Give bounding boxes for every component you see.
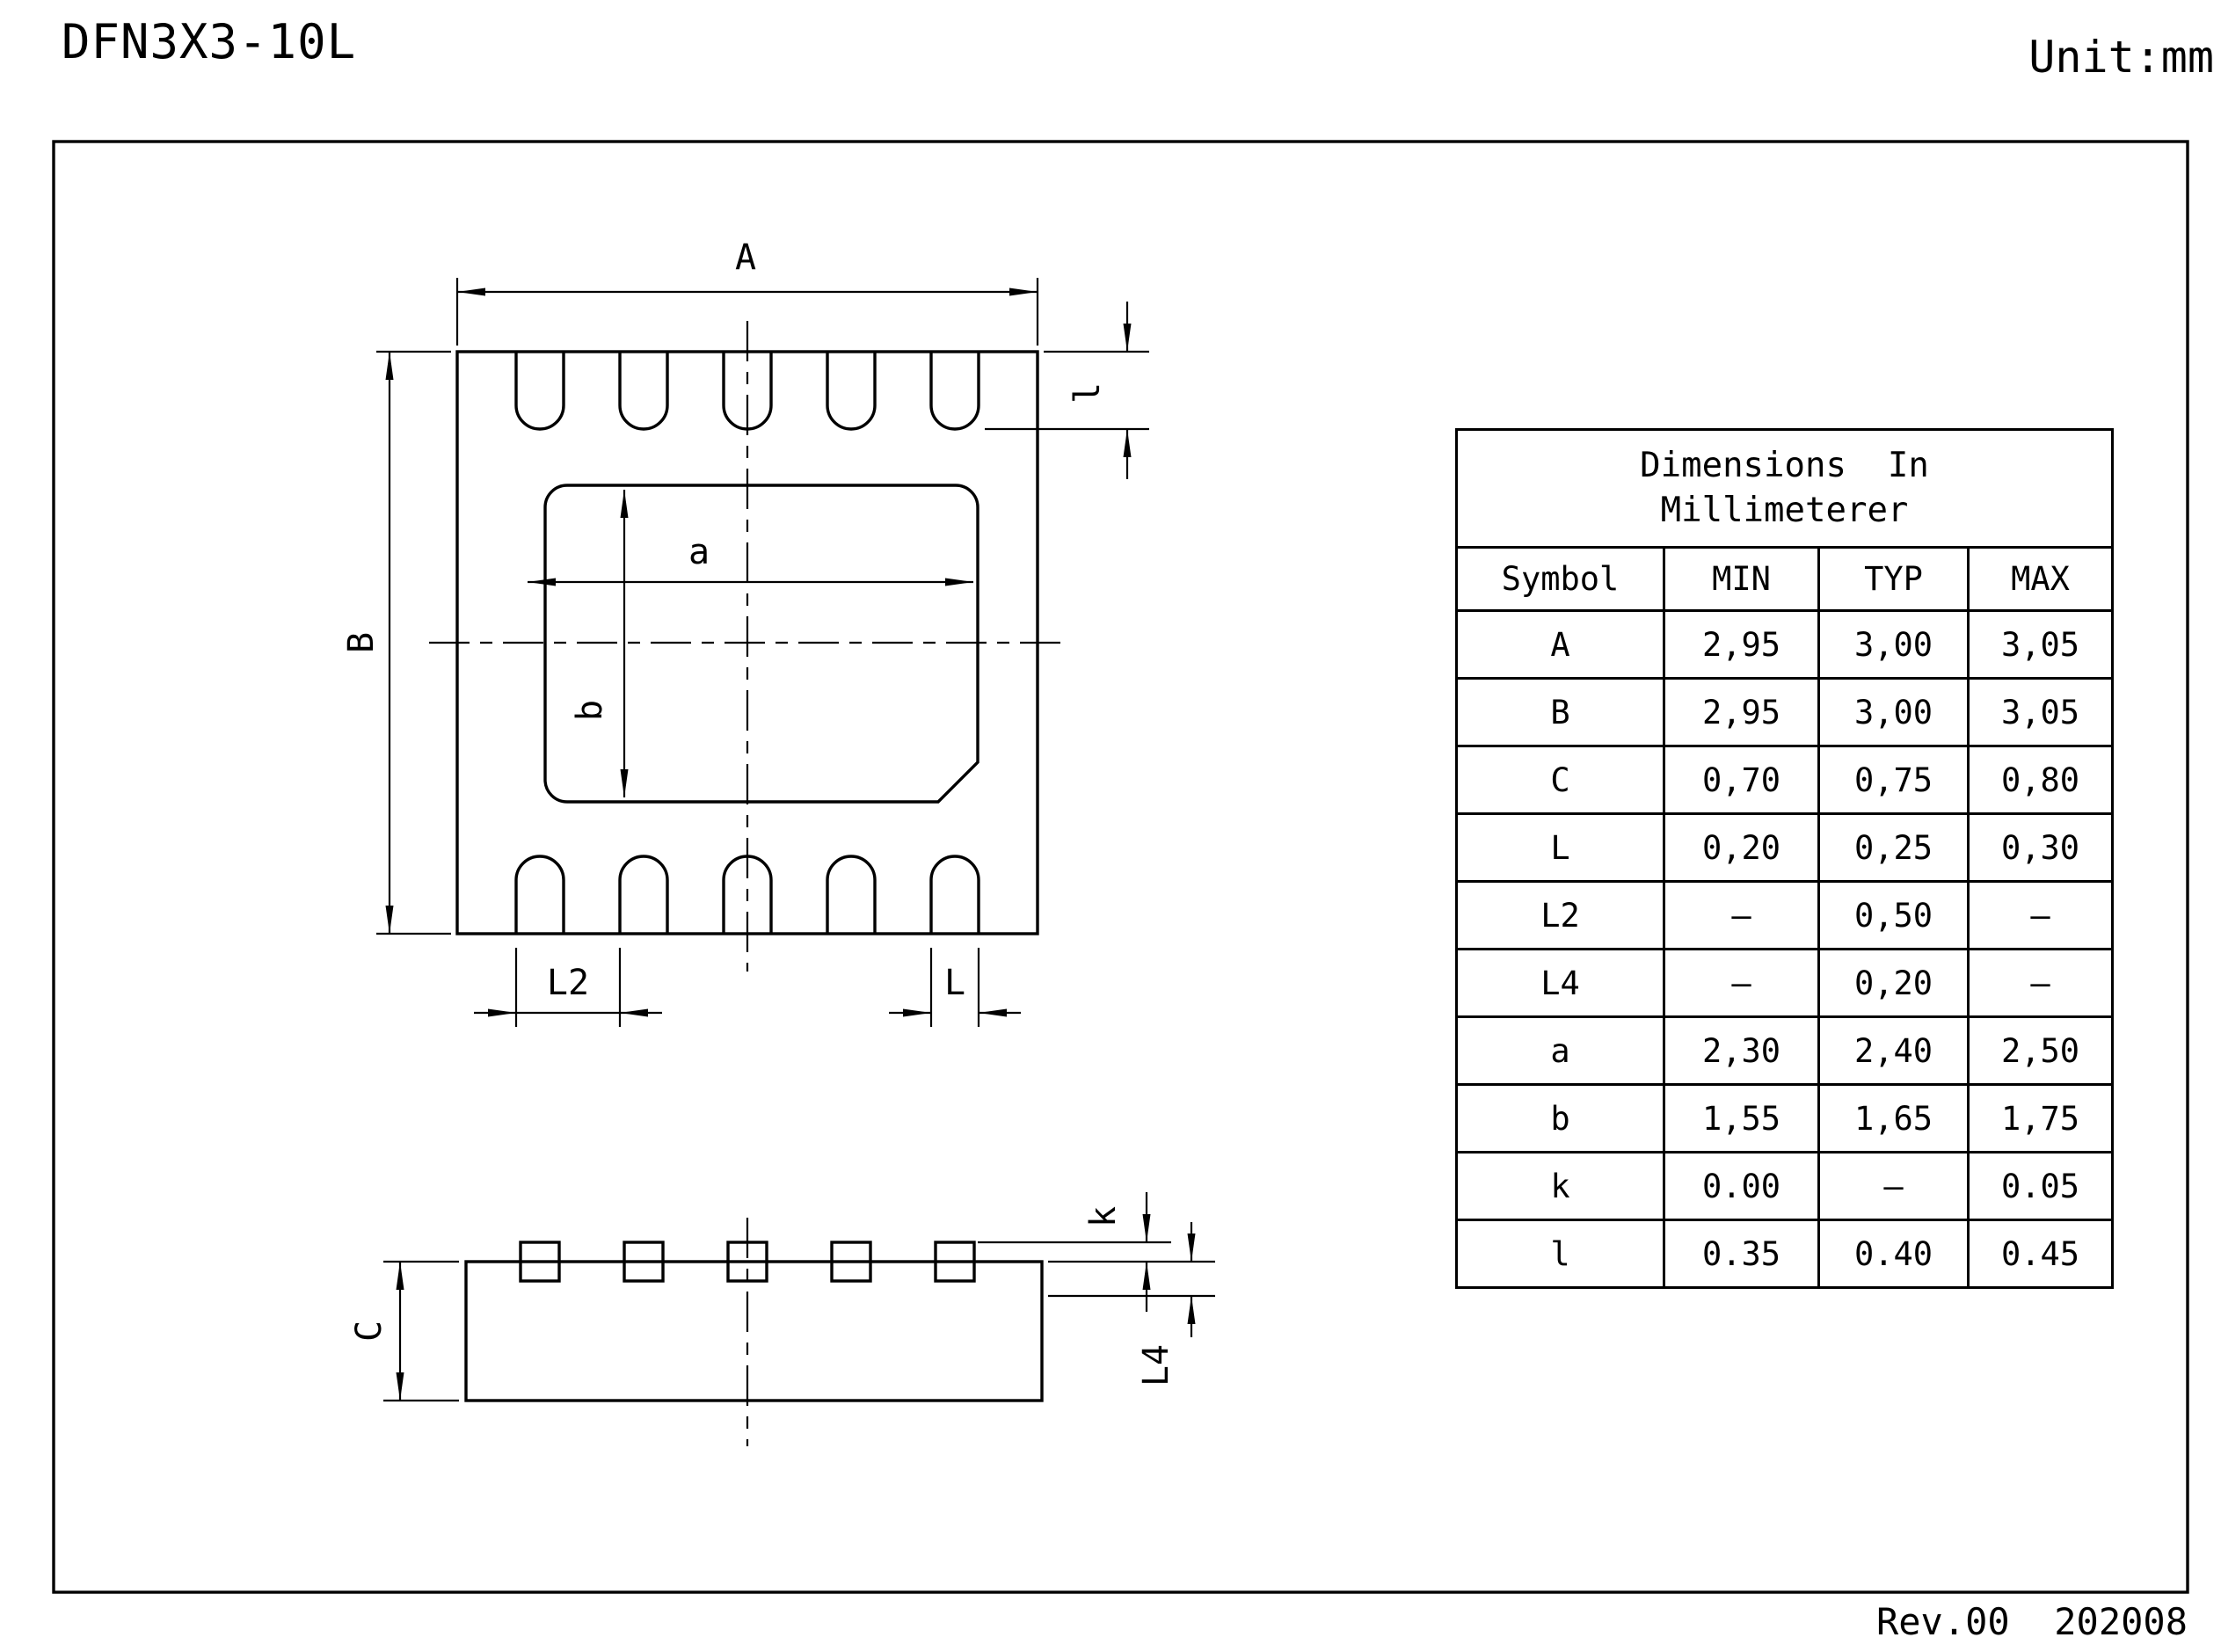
col-header-symbol: Symbol <box>1455 546 1665 612</box>
cell-min: – <box>1663 880 1820 950</box>
dim-L4-label: L4 <box>1136 1344 1176 1386</box>
bottom-pad-4 <box>826 855 877 934</box>
cell-typ: 1,65 <box>1817 1083 1970 1153</box>
side-terminal-2 <box>623 1241 665 1283</box>
cell-typ: 0,50 <box>1817 880 1970 950</box>
cell-symbol: L <box>1455 812 1665 883</box>
dim-b-label: b <box>570 700 610 721</box>
top-pad-1 <box>514 352 565 431</box>
top-view <box>429 321 1066 972</box>
cell-symbol: C <box>1455 745 1665 815</box>
exposed-pad <box>543 484 979 804</box>
cell-min: 2,95 <box>1663 677 1820 747</box>
cell-typ: 0.40 <box>1817 1219 1970 1289</box>
side-view-dimensions: C k L4 <box>349 1192 1215 1402</box>
dim-C-label: C <box>349 1321 390 1342</box>
dim-A-label: A <box>735 237 756 278</box>
col-header-min: MIN <box>1663 546 1820 612</box>
table-title: Dimensions In Millimeterer <box>1454 428 2115 549</box>
table-row: C 0,70 0,75 0,80 <box>1455 745 2115 815</box>
top-view-dimensions: A B a b l L2 <box>341 237 1149 1027</box>
cell-max: 0.05 <box>1966 1151 2115 1221</box>
cell-typ: 3,00 <box>1817 609 1970 680</box>
cell-max: 0,30 <box>1966 812 2115 883</box>
cell-typ: 0,20 <box>1817 948 1970 1018</box>
cell-max: 3,05 <box>1966 677 2115 747</box>
cell-min: 2,30 <box>1663 1015 1820 1086</box>
dim-a-label: a <box>688 532 710 572</box>
bottom-pad-5 <box>929 855 980 934</box>
table-header-row: Symbol MIN TYP MAX <box>1455 546 2115 612</box>
table-row: L4 – 0,20 – <box>1455 948 2115 1018</box>
table-row: k 0.00 – 0.05 <box>1455 1151 2115 1221</box>
cell-min: 2,95 <box>1663 609 1820 680</box>
dim-k-label: k <box>1083 1206 1124 1227</box>
cell-symbol: L2 <box>1455 880 1665 950</box>
table-title-line2: Millimeterer <box>1660 490 1909 530</box>
cell-symbol: A <box>1455 609 1665 680</box>
cell-typ: 0,25 <box>1817 812 1970 883</box>
cell-symbol: b <box>1455 1083 1665 1153</box>
cell-min: 0.00 <box>1663 1151 1820 1221</box>
revision-label: Rev.00 202008 <box>1875 1600 2188 1643</box>
cell-min: 0,20 <box>1663 812 1820 883</box>
table-row: a 2,30 2,40 2,50 <box>1455 1015 2115 1086</box>
dim-L-label: L <box>944 963 965 1003</box>
side-view <box>464 1218 1044 1446</box>
dim-L2-label: L2 <box>547 963 589 1003</box>
side-terminal-5 <box>934 1241 976 1283</box>
unit-label: Unit:mm <box>2028 32 2214 83</box>
cell-min: – <box>1663 948 1820 1018</box>
table-row: B 2,95 3,00 3,05 <box>1455 677 2115 747</box>
col-header-typ: TYP <box>1817 546 1970 612</box>
cell-symbol: a <box>1455 1015 1665 1086</box>
table-title-row: Dimensions In Millimeterer <box>1454 428 2115 549</box>
cell-symbol: k <box>1455 1151 1665 1221</box>
table-row: b 1,55 1,65 1,75 <box>1455 1083 2115 1153</box>
top-pad-5 <box>929 352 980 431</box>
cell-max: – <box>1966 880 2115 950</box>
cell-min: 0,70 <box>1663 745 1820 815</box>
cell-typ: 0,75 <box>1817 745 1970 815</box>
package-title: DFN3X3-10L <box>62 14 357 69</box>
top-pad-2 <box>618 352 669 431</box>
sheet-border <box>52 140 2189 1594</box>
side-terminal-4 <box>830 1241 872 1283</box>
bottom-pad-2 <box>618 855 669 934</box>
cell-symbol: B <box>1455 677 1665 747</box>
cell-symbol: l <box>1455 1219 1665 1289</box>
cell-min: 1,55 <box>1663 1083 1820 1153</box>
table-row: L2 – 0,50 – <box>1455 880 2115 950</box>
dim-l-label: l <box>1067 382 1108 404</box>
table-title-line1: Dimensions In <box>1640 445 1929 485</box>
cell-max: 0.45 <box>1966 1219 2115 1289</box>
cell-max: 1,75 <box>1966 1083 2115 1153</box>
cell-typ: – <box>1817 1151 1970 1221</box>
cell-min: 0.35 <box>1663 1219 1820 1289</box>
col-header-max: MAX <box>1966 546 2115 612</box>
cell-max: 3,05 <box>1966 609 2115 680</box>
bottom-pad-1 <box>514 855 565 934</box>
dim-B-label: B <box>341 632 382 653</box>
package-body-side-view <box>464 1260 1044 1402</box>
cell-typ: 3,00 <box>1817 677 1970 747</box>
cell-max: 0,80 <box>1966 745 2115 815</box>
cell-max: 2,50 <box>1966 1015 2115 1086</box>
dimensions-table: Dimensions In Millimeterer Symbol MIN TY… <box>1454 428 2115 1289</box>
cell-typ: 2,40 <box>1817 1015 1970 1086</box>
table-row: L 0,20 0,25 0,30 <box>1455 812 2115 883</box>
top-pad-4 <box>826 352 877 431</box>
table-row: l 0.35 0.40 0.45 <box>1455 1219 2115 1289</box>
table-row: A 2,95 3,00 3,05 <box>1455 609 2115 680</box>
cell-max: – <box>1966 948 2115 1018</box>
cell-symbol: L4 <box>1455 948 1665 1018</box>
side-terminal-1 <box>519 1241 561 1283</box>
